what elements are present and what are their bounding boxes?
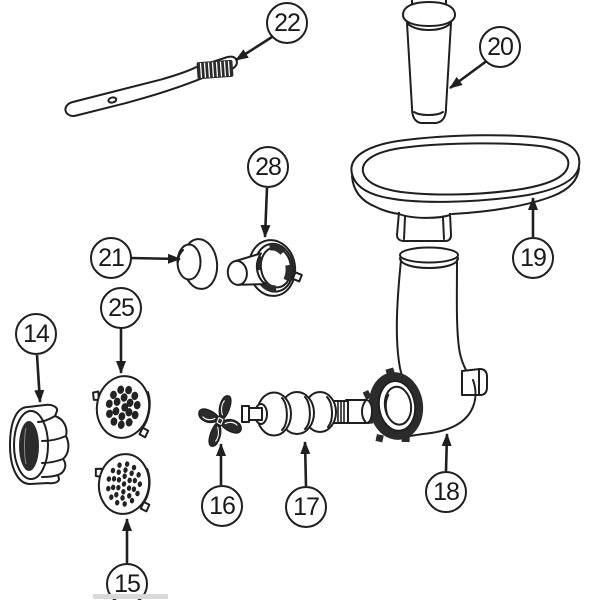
leader-arrows bbox=[34, 35, 538, 563]
part-grinder-housing bbox=[362, 246, 488, 443]
part-feed-screw bbox=[241, 391, 373, 437]
callout-20: 20 bbox=[479, 26, 521, 68]
callout-17: 17 bbox=[285, 486, 327, 528]
callout-21: 21 bbox=[90, 237, 132, 279]
part-feed-tray bbox=[350, 134, 581, 242]
part-stuffer-plate bbox=[226, 239, 303, 297]
callout-16: 16 bbox=[201, 485, 243, 527]
housing-locking-ring bbox=[362, 367, 424, 443]
part-food-pusher bbox=[402, 0, 456, 124]
brush-bristles bbox=[196, 59, 234, 80]
callout-18: 18 bbox=[425, 471, 467, 513]
part-cutting-blade bbox=[196, 394, 244, 448]
part-ring-nut bbox=[9, 403, 70, 485]
part-cleaning-brush bbox=[64, 55, 238, 117]
part-end-cap bbox=[176, 238, 219, 290]
part-fine-grinding-plate bbox=[94, 453, 151, 515]
callout-14: 14 bbox=[15, 313, 57, 355]
callout-19: 19 bbox=[512, 237, 554, 279]
callout-28: 28 bbox=[247, 146, 289, 188]
bottom-gray-bar bbox=[93, 594, 168, 599]
callout-25: 25 bbox=[100, 287, 142, 329]
callout-15: 15 bbox=[106, 563, 148, 600]
callout-22: 22 bbox=[266, 2, 308, 44]
part-coarse-grinding-plate bbox=[92, 375, 151, 439]
